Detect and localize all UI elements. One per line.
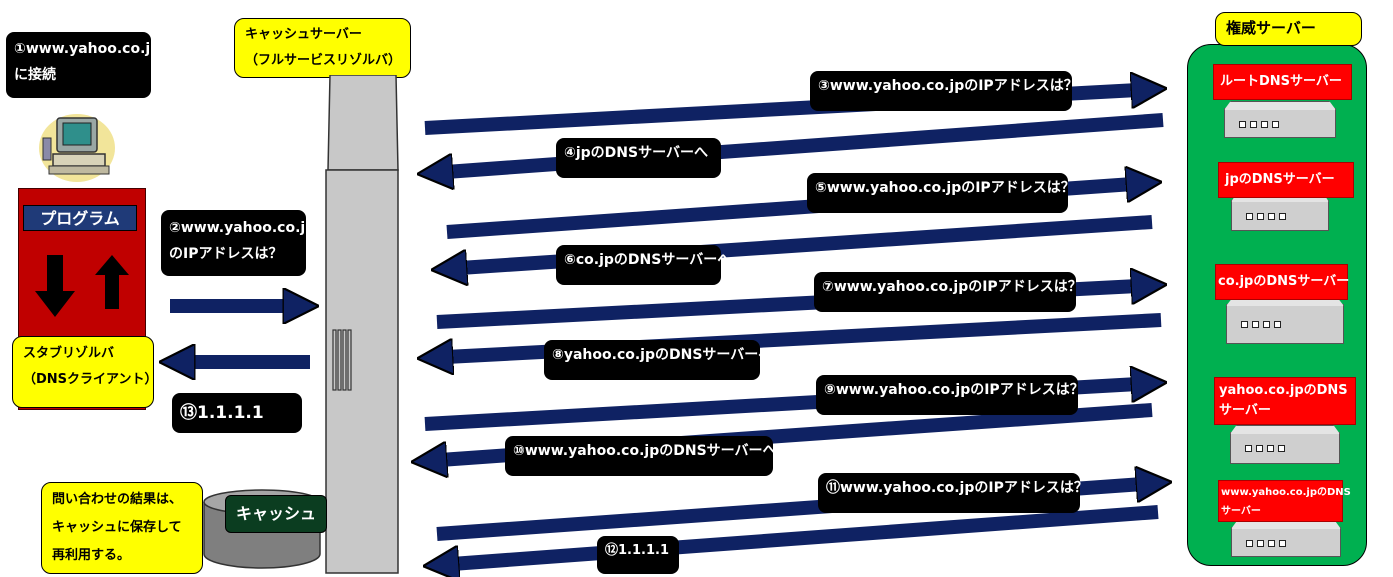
cache-note-line3: 再利用する。 bbox=[52, 548, 131, 563]
up-arrow-icon bbox=[95, 255, 129, 309]
query-callout-2: ②www.yahoo.co.jp のIPアドレスは？ bbox=[161, 210, 316, 276]
server-lights bbox=[1246, 213, 1286, 220]
server-icon-cojp bbox=[1226, 304, 1344, 344]
program-label: プログラム bbox=[23, 205, 137, 231]
server-lights bbox=[1245, 445, 1285, 452]
connect-callout-line2: に接続 bbox=[14, 67, 56, 83]
cache-label: キャッシュ bbox=[225, 495, 327, 533]
cache-note: 問い合わせの結果は、 キャッシュに保存して 再利用する。 bbox=[41, 482, 203, 574]
cache-server-title: キャッシュサーバー （フルサービスリゾルバ） bbox=[234, 18, 411, 78]
cache-note-line2: キャッシュに保存して bbox=[52, 520, 182, 535]
message-10: ⑩www.yahoo.co.jpのDNSサーバーへ bbox=[505, 436, 777, 476]
query-callout-2-line2: のIPアドレスは？ bbox=[169, 246, 283, 262]
computer-icon bbox=[39, 114, 115, 182]
message-5: ⑤www.yahoo.co.jpのIPアドレスは？ bbox=[807, 173, 1075, 213]
message-7: ⑦www.yahoo.co.jpのIPアドレスは？ bbox=[814, 272, 1082, 312]
server-icon-www bbox=[1231, 527, 1341, 557]
stub-resolver-line1: スタブリゾルバ bbox=[23, 346, 115, 361]
arrow-m12 bbox=[452, 505, 1159, 564]
connect-callout: ①www.yahoo.co.jp に接続 bbox=[6, 32, 161, 98]
cache-server-tower bbox=[325, 75, 399, 574]
www-dns-server-line1: www.yahoo.co.jpのDNS bbox=[1221, 487, 1351, 498]
yahoo-dns-server-label: yahoo.co.jpのDNS サーバー bbox=[1214, 377, 1356, 425]
cojp-dns-server-label: co.jpのDNSサーバー bbox=[1215, 264, 1349, 300]
www-dns-server-line2: サーバー bbox=[1221, 506, 1261, 517]
server-icon-root bbox=[1224, 108, 1336, 138]
authoritative-title: 権威サーバー bbox=[1215, 12, 1362, 46]
message-9: ⑨www.yahoo.co.jpのIPアドレスは？ bbox=[816, 375, 1084, 415]
www-dns-server-label: www.yahoo.co.jpのDNS サーバー bbox=[1218, 480, 1351, 522]
cache-server-title-line2: （フルサービスリゾルバ） bbox=[245, 53, 402, 68]
root-dns-server-label: ルートDNSサーバー bbox=[1213, 64, 1352, 100]
message-6: ⑥co.jpのDNSサーバーへ bbox=[556, 245, 731, 285]
message-4: ④jpのDNSサーバーへ bbox=[556, 138, 721, 178]
connect-callout-line1: ①www.yahoo.co.jp bbox=[14, 41, 161, 57]
server-icon-yahoo bbox=[1230, 432, 1340, 464]
server-lights bbox=[1239, 121, 1279, 128]
answer-callout-13: ⑬1.1.1.1 bbox=[172, 393, 302, 433]
server-lights bbox=[1241, 321, 1281, 328]
query-callout-2-line1: ②www.yahoo.co.jp bbox=[169, 220, 316, 236]
message-11: ⑪www.yahoo.co.jpのIPアドレスは？ bbox=[818, 473, 1088, 513]
message-8: ⑧yahoo.co.jpのDNSサーバーへ bbox=[544, 340, 772, 380]
message-12: ⑫1.1.1.1 bbox=[597, 536, 679, 574]
jp-dns-server-label: jpのDNSサーバー bbox=[1218, 162, 1354, 198]
server-icon-jp bbox=[1231, 200, 1329, 231]
server-lights bbox=[1246, 540, 1286, 547]
yahoo-dns-server-line2: サーバー bbox=[1219, 403, 1271, 418]
message-3: ③www.yahoo.co.jpのIPアドレスは？ bbox=[810, 71, 1078, 111]
cache-note-line1: 問い合わせの結果は、 bbox=[52, 492, 183, 507]
stub-resolver-box: スタブリゾルバ （DNSクライアント） bbox=[12, 336, 158, 408]
stub-resolver-line2: （DNSクライアント） bbox=[23, 372, 158, 387]
down-arrow-icon bbox=[35, 255, 75, 317]
cache-server-title-line1: キャッシュサーバー bbox=[245, 27, 362, 42]
yahoo-dns-server-line1: yahoo.co.jpのDNS bbox=[1219, 383, 1348, 398]
